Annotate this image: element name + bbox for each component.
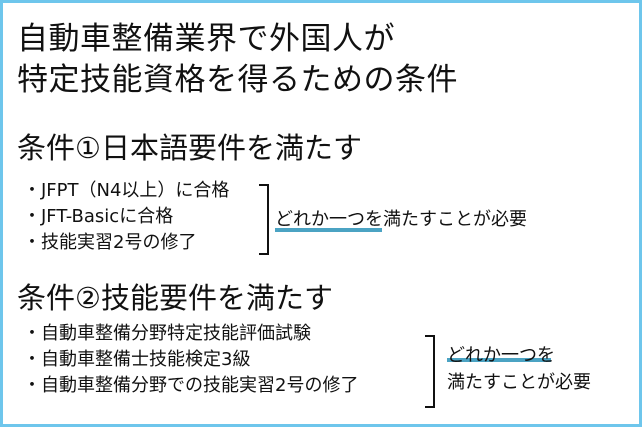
list-item: ・自動車整備士技能検定3級	[23, 349, 251, 370]
condition-1-note: どれか一つを満たすことが必要	[275, 209, 527, 230]
list-item: ・JFPT（N4以上）に合格	[23, 180, 230, 201]
condition-2-underline	[447, 358, 551, 362]
title-line-1: 自動車整備業界で外国人が	[17, 21, 395, 57]
page-title: 自動車整備業界で外国人が 特定技能資格を得るための条件	[17, 19, 458, 101]
list-item: ・自動車整備分野特定技能評価試験	[23, 323, 311, 344]
condition-1-heading: 条件①日本語要件を満たす	[17, 131, 362, 165]
condition-1-bracket	[259, 184, 269, 255]
condition-1-list: ・JFPT（N4以上）に合格 ・JFT-Basicに合格 ・技能実習2号の修了	[23, 178, 229, 256]
list-item: ・技能実習2号の修了	[23, 232, 197, 253]
condition-2-note-line-2: 満たすことが必要	[447, 372, 591, 393]
condition-2-bracket	[425, 335, 435, 408]
condition-2-list: ・自動車整備分野特定技能評価試験 ・自動車整備士技能検定3級 ・自動車整備分野で…	[23, 321, 358, 399]
list-item: ・自動車整備分野での技能実習2号の修了	[23, 375, 359, 396]
list-item: ・JFT-Basicに合格	[23, 206, 174, 227]
condition-2-note-line-1: どれか一つを	[447, 345, 555, 366]
condition-2-note: どれか一つを 満たすことが必要	[447, 342, 591, 396]
title-line-2: 特定技能資格を得るための条件	[17, 62, 458, 98]
condition-2-heading: 条件②技能要件を満たす	[17, 281, 333, 315]
condition-1-underline	[275, 228, 382, 232]
